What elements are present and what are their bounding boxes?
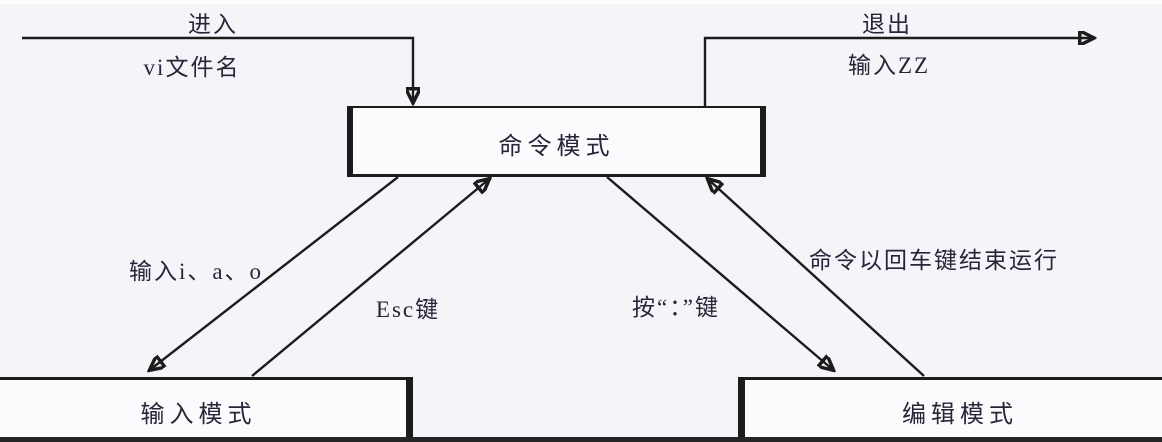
input-to-command-arrow	[251, 180, 488, 377]
command-to-edit-arrow	[606, 176, 832, 369]
node-input-mode: 输入模式	[0, 377, 413, 442]
exit-command-label: 输入ZZ	[847, 53, 931, 78]
node-edit-mode: 编辑模式	[738, 377, 1162, 442]
command-to-input-arrow	[151, 176, 399, 369]
edit-mode-label: 编辑模式	[902, 402, 1018, 428]
command-mode-label: 命令模式	[498, 134, 615, 160]
top-edge-strip	[0, 0, 1162, 4]
to-input-keys-label: 输入i、a、o	[128, 259, 264, 284]
node-command-mode: 命令模式	[347, 106, 766, 177]
enter-arrow	[22, 36, 413, 101]
colon-key-label: 按“：”键	[632, 295, 720, 320]
enter-command-label: vi文件名	[143, 55, 241, 80]
edit-to-command-arrow	[709, 180, 925, 377]
exit-label: 退出	[862, 12, 912, 37]
enter-run-label: 命令以回车键结束运行	[809, 248, 1059, 273]
exit-arrow	[703, 38, 1092, 108]
bottom-edge-strip	[0, 437, 1162, 442]
esc-key-label: Esc键	[375, 297, 441, 322]
input-mode-label: 输入模式	[140, 402, 257, 428]
enter-label: 进入	[188, 12, 238, 37]
